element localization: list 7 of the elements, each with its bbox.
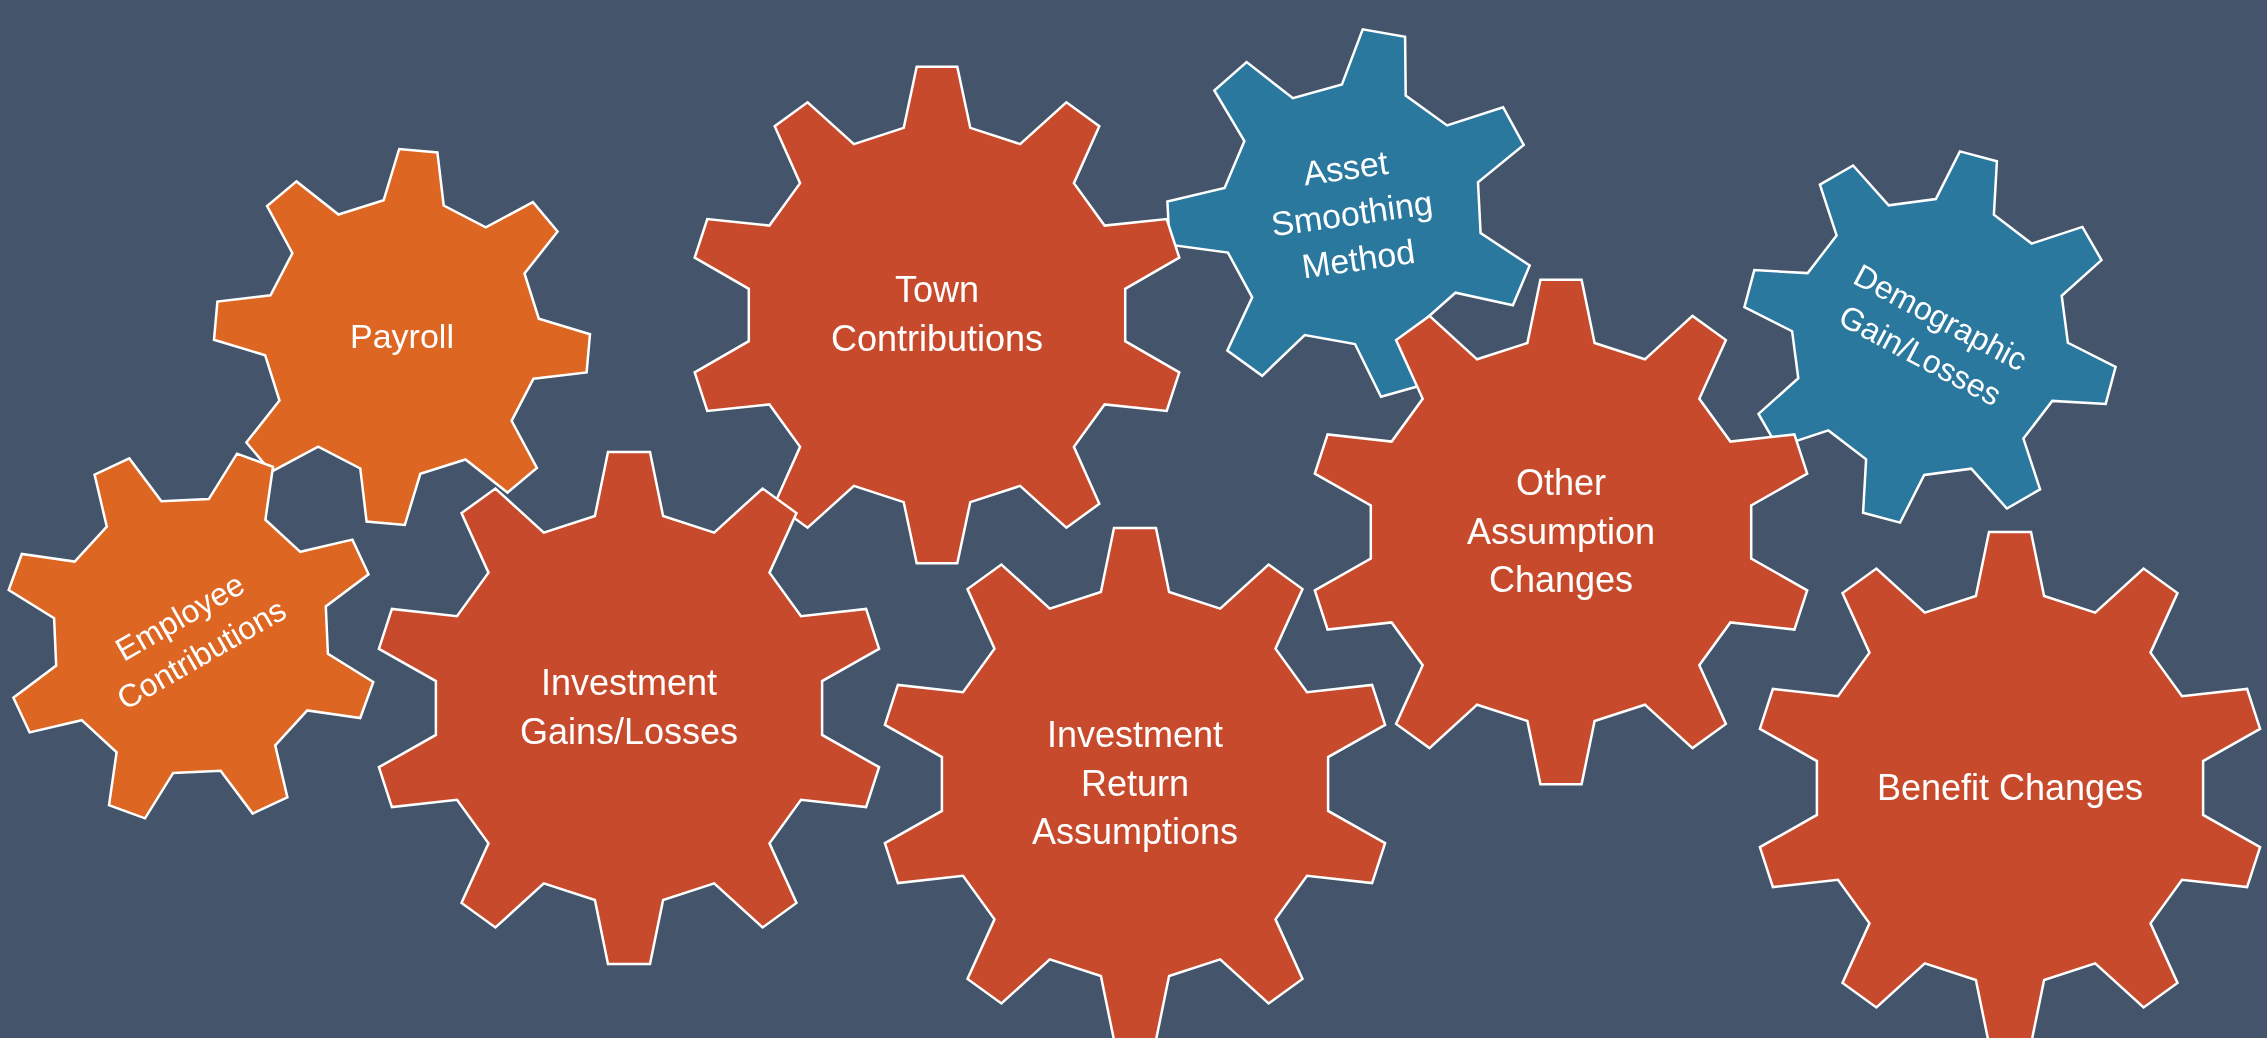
gear-label: Asset Smoothing Method: [1267, 141, 1436, 288]
gear-label: Benefit Changes: [1875, 765, 2145, 810]
gear-label: Investment Gains/Losses: [518, 661, 740, 754]
gear-label: Town Contributions: [829, 268, 1045, 361]
gear-label: Investment Return Assumptions: [1030, 713, 1240, 855]
gear-label: Payroll: [349, 316, 455, 358]
gear-label: Other Assumption Changes: [1465, 461, 1657, 603]
